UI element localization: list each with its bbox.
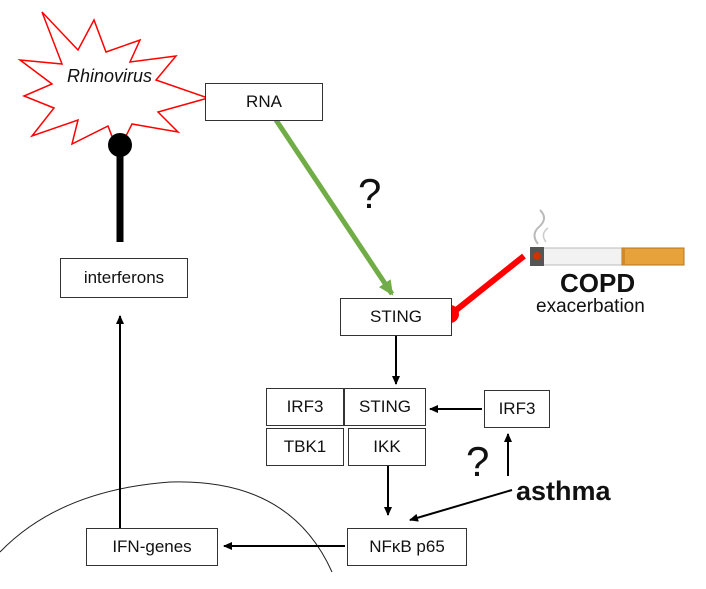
tbk1-box: TBK1 (266, 428, 344, 466)
ikk-box: IKK (348, 428, 426, 466)
asthma-label: asthma (516, 476, 611, 506)
interferons-box: interferons (60, 258, 188, 298)
sting-box: STING (340, 298, 452, 336)
question-mark-top: ? (358, 170, 382, 217)
interferon-inhibition-head (108, 133, 132, 157)
question-mark-bottom: ? (466, 438, 490, 485)
cigarette-icon (530, 209, 685, 266)
nfkb-box: NFκB p65 (347, 528, 467, 566)
rhinovirus-starburst (17, 11, 211, 154)
ifn-genes-box: IFN-genes (86, 528, 218, 566)
irf3-left-box: IRF3 (266, 388, 344, 426)
irf3-right-box: IRF3 (484, 390, 550, 428)
copd-label: COPD (560, 268, 636, 298)
copd-inhibition-line (453, 253, 526, 314)
asthma-to-nfkb-arrow (409, 489, 513, 522)
exacerbation-label: exacerbation (536, 296, 645, 317)
sting-complex-box: STING (344, 388, 426, 426)
rhinovirus-label: Rhinovirus (67, 66, 153, 86)
rna-to-sting-arrow (273, 118, 395, 296)
nucleus-membrane (0, 481, 333, 573)
rna-box: RNA (205, 83, 323, 121)
